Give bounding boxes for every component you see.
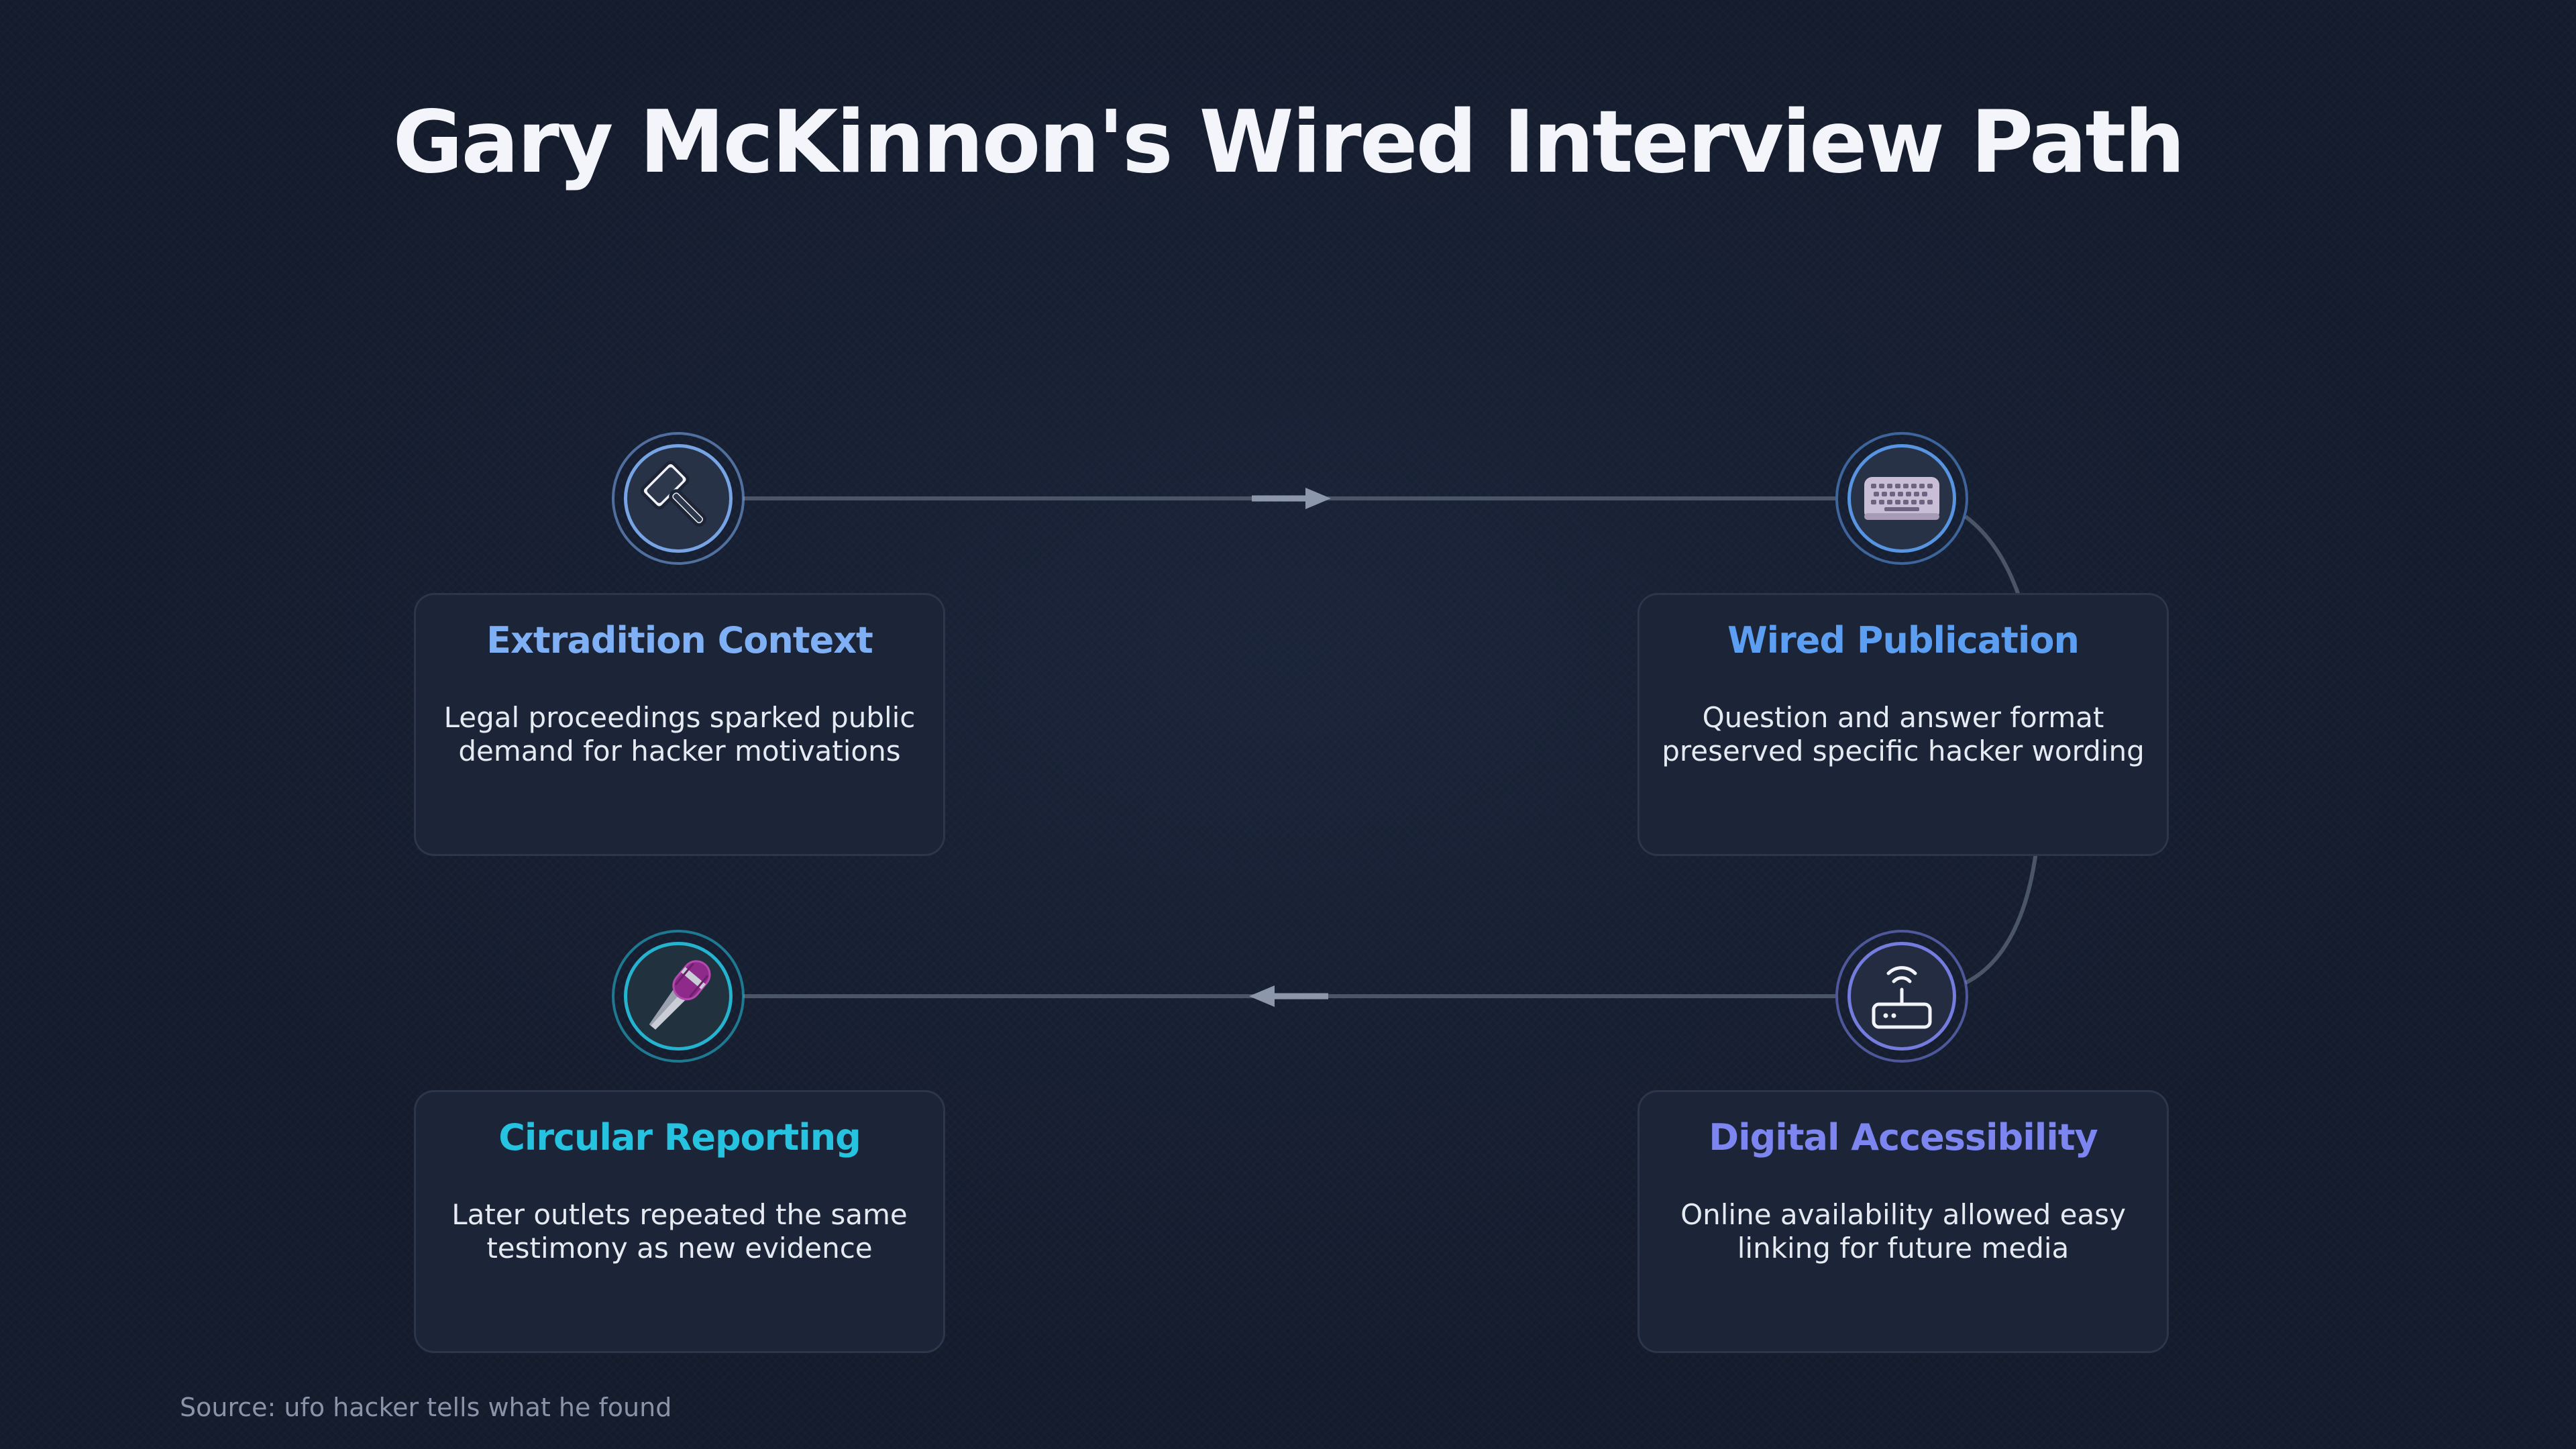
step-circular-icon-node — [612, 930, 745, 1063]
card-description: Online availability allowed easy linking… — [1680, 1198, 2126, 1265]
card-circular-reporting: Circular Reporting Later outlets repeate… — [414, 1090, 945, 1353]
card-extradition-context: Extradition Context Legal proceedings sp… — [414, 593, 945, 856]
page-title: Gary McKinnon's Wired Interview Path — [392, 93, 2185, 193]
card-title: Digital Accessibility — [1709, 1116, 2098, 1159]
arrow-right-icon — [1252, 488, 1331, 509]
card-description: Question and answer format preserved spe… — [1662, 701, 2145, 767]
step-extradition-icon-node — [612, 432, 745, 565]
router-icon — [1872, 966, 1932, 1029]
card-description: Later outlets repeated the same testimon… — [451, 1198, 908, 1265]
source-caption: Source: ufo hacker tells what he found — [180, 1393, 672, 1422]
microphone-icon — [649, 960, 711, 1030]
gavel-icon — [640, 460, 707, 527]
step-wired-icon-node — [1835, 432, 1968, 565]
step-digital-icon-node — [1835, 930, 1968, 1063]
card-description: Legal proceedings sparked public demand … — [443, 701, 916, 767]
card-title: Extradition Context — [486, 619, 873, 661]
card-title: Wired Publication — [1727, 619, 2080, 661]
card-wired-publication: Wired Publication Question and answer fo… — [1638, 593, 2169, 856]
keyboard-icon — [1864, 477, 1939, 520]
card-title: Circular Reporting — [498, 1116, 861, 1159]
card-digital-accessibility: Digital Accessibility Online availabilit… — [1638, 1090, 2169, 1353]
arrow-left-icon — [1249, 985, 1328, 1007]
